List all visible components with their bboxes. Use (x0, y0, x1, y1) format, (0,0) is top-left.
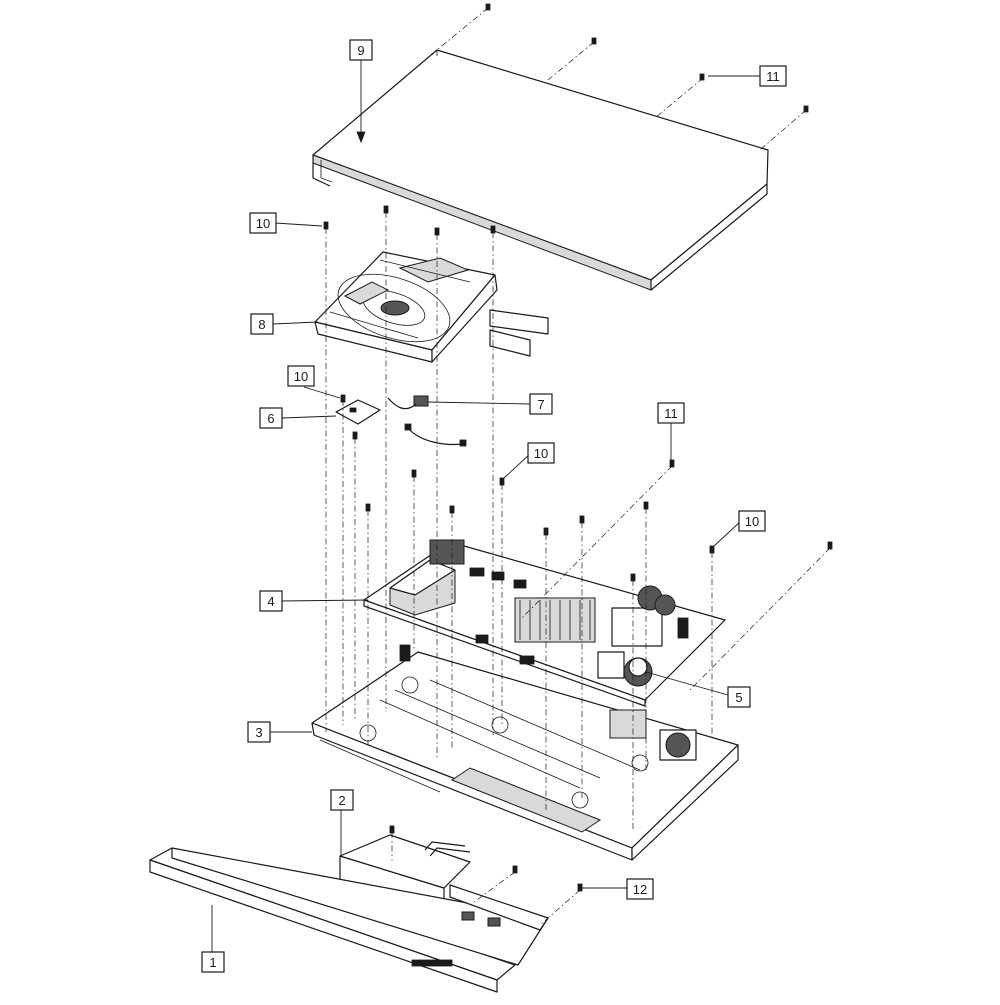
callout-10-upper: 10 (249, 212, 277, 234)
small-pcb (335, 399, 381, 425)
svg-text:12: 12 (633, 882, 647, 897)
callout-4: 4 (259, 590, 283, 612)
main-board (363, 539, 726, 707)
callout-6: 6 (259, 407, 283, 429)
svg-text:9: 9 (357, 43, 364, 58)
callout-7: 7 (529, 393, 553, 415)
front-panel (149, 847, 549, 993)
leader-lines (211, 60, 760, 953)
callout-1: 1 (201, 951, 225, 973)
assembly-guides (325, 212, 831, 926)
svg-text:10: 10 (745, 514, 759, 529)
callout-10-right: 10 (738, 510, 766, 532)
svg-text:7: 7 (537, 397, 544, 412)
svg-text:8: 8 (258, 317, 265, 332)
svg-text:4: 4 (267, 594, 274, 609)
svg-text:3: 3 (255, 725, 262, 740)
callout-2: 2 (330, 789, 354, 811)
top-cover (312, 49, 769, 291)
svg-text:2: 2 (338, 793, 345, 808)
callout-11-right: 11 (657, 402, 685, 424)
chassis (311, 644, 739, 861)
svg-text:10: 10 (256, 216, 270, 231)
top-cover-screws (436, 3, 809, 151)
cable-connector (387, 395, 467, 447)
svg-text:10: 10 (294, 369, 308, 384)
callouts: 9 11 10 8 10 7 11 6 (201, 39, 787, 973)
disc-loader-tray (314, 251, 549, 363)
svg-text:11: 11 (664, 406, 678, 421)
screws (323, 205, 833, 892)
svg-text:6: 6 (267, 411, 274, 426)
callout-10-middle: 10 (287, 365, 315, 387)
svg-text:10: 10 (534, 446, 548, 461)
callout-8: 8 (250, 313, 274, 335)
svg-text:1: 1 (209, 955, 216, 970)
svg-text:11: 11 (766, 69, 780, 84)
callout-9: 9 (349, 39, 373, 61)
callout-12: 12 (626, 878, 654, 900)
callout-10-center: 10 (527, 442, 555, 464)
svg-text:5: 5 (735, 690, 742, 705)
callout-11-top: 11 (759, 65, 787, 87)
callout-3: 3 (247, 721, 271, 743)
callout-5: 5 (727, 686, 751, 708)
